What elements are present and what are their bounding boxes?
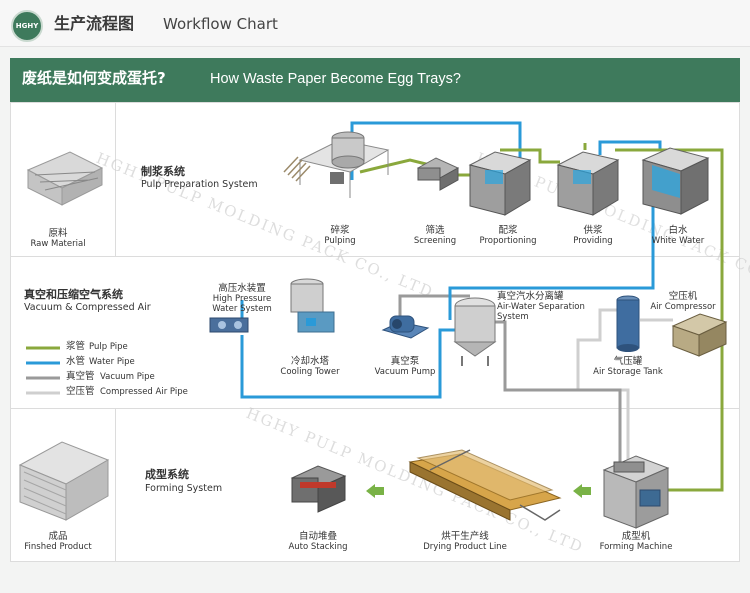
water-pipe-loop [598, 140, 662, 155]
pulp-pipe-3 [500, 148, 560, 164]
label-drying-en: Drying Product Line [423, 542, 507, 552]
water-pipe-return [240, 328, 465, 399]
row-divider-1 [10, 256, 740, 257]
label-separation-tank-cn: 真空汽水分离罐 [497, 291, 564, 302]
label-cooling-tower-cn: 冷却水塔 [290, 356, 330, 367]
label-screening-en: Screening [413, 236, 457, 246]
label-finished-en: Finshed Product [24, 542, 92, 552]
section-vacuum-title-en: Vacuum & Compressed Air [24, 302, 151, 313]
water-pipe-main [448, 200, 655, 320]
drying-line-icon [408, 449, 562, 521]
white-water-tank-icon [641, 147, 710, 215]
label-screening-cn: 筛选 [425, 225, 445, 236]
label-air-compressor-cn: 空压机 [668, 291, 698, 302]
legend-water-en: Water Pipe [89, 357, 135, 367]
label-separation-tank-en1: Air-Water Separation [497, 302, 585, 312]
flow-arrow-2 [366, 484, 375, 498]
label-hp-water-en1: High Pressure [212, 294, 272, 304]
air-compressor-icon [671, 313, 728, 357]
label-hp-water-cn: 高压水装置 [218, 283, 266, 294]
auto-stacking-icon [290, 465, 347, 513]
label-hp-water-en2: Water System [212, 304, 272, 314]
label-raw-material-cn: 原料 [48, 228, 68, 239]
label-finished-cn: 成品 [48, 531, 68, 542]
hp-water-icon [209, 317, 249, 333]
legend-air-en: Compressed Air Pipe [100, 387, 188, 397]
section-pulp-title-en: Pulp Preparation System [141, 179, 258, 190]
separation-tank-icon [453, 297, 497, 366]
logo-text: HGHY [15, 22, 39, 30]
header-title-cn: 生产流程图 [54, 14, 135, 33]
banner [10, 58, 740, 102]
label-proportioning-cn: 配浆 [498, 225, 518, 236]
label-stacking-en: Auto Stacking [288, 542, 348, 552]
screening-icon [416, 157, 460, 191]
proportioning-tank-icon [468, 151, 532, 216]
label-stacking-cn: 自动堆叠 [298, 531, 338, 542]
flow-arrow-1 [573, 484, 582, 498]
legend-vacuum-cn: 真空管 [66, 371, 95, 382]
label-air-compressor-en: Air Compressor [650, 302, 716, 312]
banner-title-en: How Waste Paper Become Egg Trays? [210, 71, 461, 87]
label-cooling-tower-en: Cooling Tower [280, 367, 340, 377]
label-forming-machine-cn: 成型机 [621, 531, 651, 542]
section-forming-title-en: Forming System [145, 483, 223, 494]
air-storage-tank-icon [616, 295, 640, 352]
logo: HGHY [11, 10, 43, 42]
flow-arrow-1-tail [581, 487, 591, 495]
finished-product-icon [18, 441, 110, 521]
label-white-water-cn: 白水 [668, 225, 688, 236]
banner-title-cn: 废纸是如何变成蛋托? [22, 69, 166, 87]
label-drying-cn: 烘干生产线 [441, 531, 489, 542]
pulp-pipe-1 [359, 158, 431, 174]
label-providing-en: Providing [573, 236, 613, 246]
label-pulping-en: Pulping [324, 236, 356, 246]
label-white-water-en: White Water [651, 236, 705, 246]
label-raw-material-en: Raw Material [30, 239, 86, 249]
pulper-icon [283, 131, 390, 198]
legend-vacuum-en: Vacuum Pipe [100, 372, 155, 382]
air-pipe [576, 308, 630, 470]
label-air-storage-cn: 气压罐 [613, 356, 643, 367]
legend-pulp-cn: 浆管 [66, 341, 86, 352]
forming-machine-icon [602, 455, 670, 529]
label-separation-tank-en2: System [497, 312, 529, 322]
flow-arrow-2-tail [374, 487, 384, 495]
section-pulp-title-cn: 制浆系统 [141, 165, 185, 178]
label-proportioning-en: Proportioning [479, 236, 537, 246]
section-forming-title-cn: 成型系统 [145, 468, 189, 481]
label-vacuum-pump-en: Vacuum Pump [374, 367, 436, 377]
legend-air-cn: 空压管 [66, 386, 95, 397]
raw-material-icon [26, 151, 104, 206]
col-divider-1 [115, 102, 116, 256]
label-providing-cn: 供浆 [583, 225, 603, 236]
label-air-storage-en: Air Storage Tank [593, 367, 663, 377]
label-pulping-cn: 碎浆 [330, 225, 350, 236]
row-divider-2 [10, 408, 740, 409]
legend-pulp-en: Pulp Pipe [89, 342, 128, 352]
label-forming-machine-en: Forming Machine [599, 542, 673, 552]
legend-water-cn: 水管 [66, 356, 86, 367]
col-divider-2 [115, 408, 116, 562]
header-title-en: Workflow Chart [163, 15, 278, 33]
header-bar [0, 0, 750, 47]
vacuum-pump-icon [381, 315, 430, 339]
cooling-tower-icon [290, 278, 335, 333]
providing-tank-icon [556, 151, 620, 216]
section-vacuum-title-cn: 真空和压缩空气系统 [24, 288, 123, 301]
label-vacuum-pump-cn: 真空泵 [390, 356, 420, 367]
